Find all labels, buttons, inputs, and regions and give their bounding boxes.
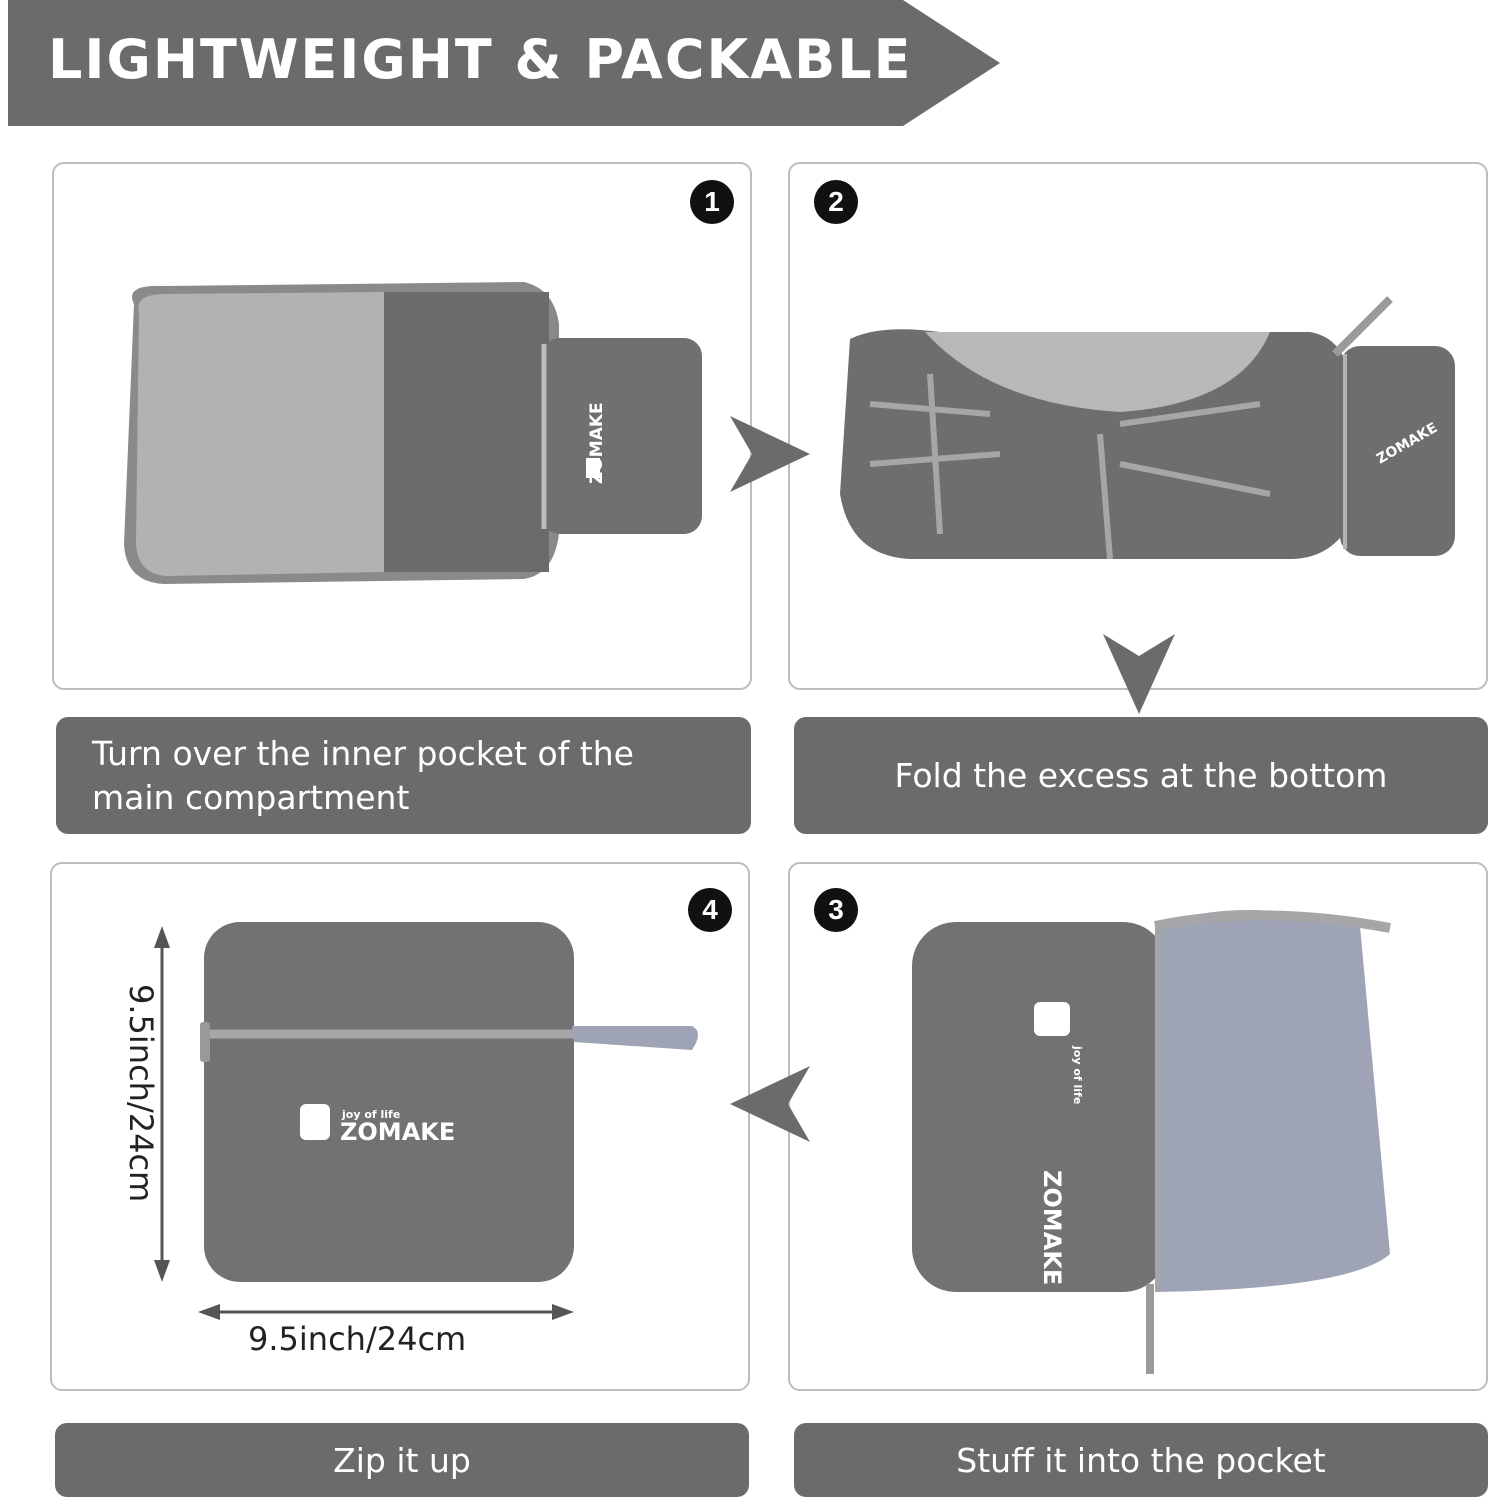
brand-tagline-3: joy of life	[1071, 1045, 1084, 1104]
step-1-caption: Turn over the inner pocket of the main c…	[56, 717, 751, 834]
brand-logo-text-4: ZOMAKE	[340, 1118, 455, 1146]
brand-tagline-4: joy of life	[341, 1108, 400, 1121]
arrow-right-icon	[730, 416, 810, 492]
brand-logo-icon-3	[1034, 1002, 1070, 1036]
brand-logo-icon-4	[300, 1104, 330, 1140]
packed-bag-image: ZOMAKE joy of life	[154, 922, 698, 1320]
brand-logo-text-3: ZOMAKE	[1038, 1170, 1066, 1285]
step-1-number: 1	[690, 180, 734, 224]
banner-arrow-shape	[8, 0, 1000, 126]
folded-backpack-image: ZOMAKE	[840, 296, 1455, 560]
step-4-panel: 4 ZOMAKE joy of life 9.5inch/24cm 9.5inc…	[50, 862, 750, 1391]
step-2-caption: Fold the excess at the bottom	[794, 717, 1488, 834]
step-2-panel: 2 ZOMAKE	[788, 162, 1488, 690]
step-3-number: 3	[814, 888, 858, 932]
width-dimension-label: 9.5inch/24cm	[248, 1320, 467, 1358]
step-2-number: 2	[814, 180, 858, 224]
step-3-panel: 3 ZOMAKE joy of life	[788, 862, 1488, 1391]
height-dimension-label: 9.5inch/24cm	[122, 984, 160, 1203]
arrow-left-icon	[730, 1066, 810, 1142]
step-3-caption: Stuff it into the pocket	[794, 1423, 1488, 1497]
brand-logo-icon-1	[586, 458, 600, 478]
stuffing-bag-image: ZOMAKE joy of life	[912, 910, 1391, 1374]
title-banner: LIGHTWEIGHT & PACKABLE	[8, 0, 1000, 126]
step-1-panel: 1 ZOMAKE	[52, 162, 752, 690]
unfolded-backpack-image: ZOMAKE	[124, 282, 702, 584]
arrow-down-icon	[1103, 634, 1175, 714]
banner-title: LIGHTWEIGHT & PACKABLE	[48, 28, 913, 91]
step-4-number: 4	[688, 888, 732, 932]
step-4-caption: Zip it up	[55, 1423, 749, 1497]
